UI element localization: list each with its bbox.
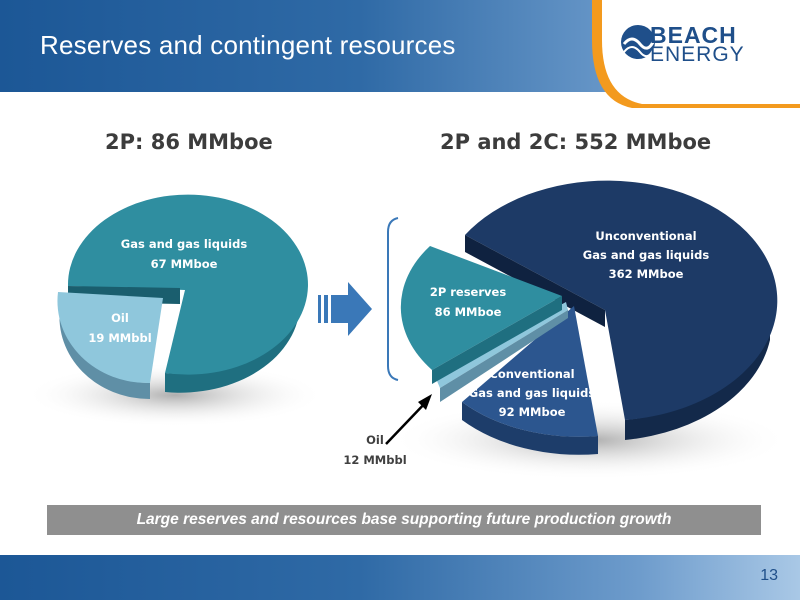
bracket [387,217,399,381]
right-conventional-slice [462,306,598,437]
left-gas-label: Gas and gas liquids [121,237,248,251]
left-gas-slice [67,194,308,375]
right-unconv-inner-wall [465,235,605,327]
right-2p-side [432,296,562,384]
oil-callout-line [385,399,429,445]
right-arrow-icon [318,282,372,336]
slide-title: Reserves and contingent resources [40,30,456,60]
right-unconv-label: Unconventional [595,229,696,243]
oil-callout-arrowhead [418,394,432,410]
right-2p-reserves-slice [400,246,562,370]
chart-title-2p-2c: 2P and 2C: 552 MMboe [440,130,712,154]
right-2p-value: 86 MMboe [435,305,502,319]
left-oil-label: Oil [111,311,129,325]
right-unconv-side [625,320,770,440]
right-oil-value: 12 MMbbl [343,453,406,467]
right-oil-side [440,310,568,402]
footer-bar [0,555,800,600]
right-2p-label: 2P reserves [430,285,507,299]
beach-energy-logo-icon [621,25,656,59]
left-oil-slice [57,292,163,384]
logo-tab-white [602,0,800,104]
right-unconv-sublabel: Gas and gas liquids [583,248,710,262]
right-unconv-value: 362 MMboe [609,267,684,281]
right-conv-value: 92 MMboe [499,405,566,419]
right-conv-sublabel: Gas and gas liquids [469,386,596,400]
logo-tab [592,0,800,108]
right-conv-label: Conventional [489,367,574,381]
right-conv-side [462,402,598,455]
chart-title-2p: 2P: 86 MMboe [105,130,273,154]
left-gas-value: 67 MMboe [151,257,218,271]
left-gas-side [165,284,300,393]
logo-word-beach: BEACH [650,22,737,48]
left-oil-value: 19 MMbbl [88,331,151,345]
logo-word-energy: ENERGY [650,43,745,66]
summary-banner: Large reserves and resources base suppor… [47,505,761,535]
left-oil-side [59,292,151,400]
page-number: 13 [760,567,778,584]
right-oil-label: Oil [366,433,384,447]
right-unconventional-slice [465,180,778,420]
